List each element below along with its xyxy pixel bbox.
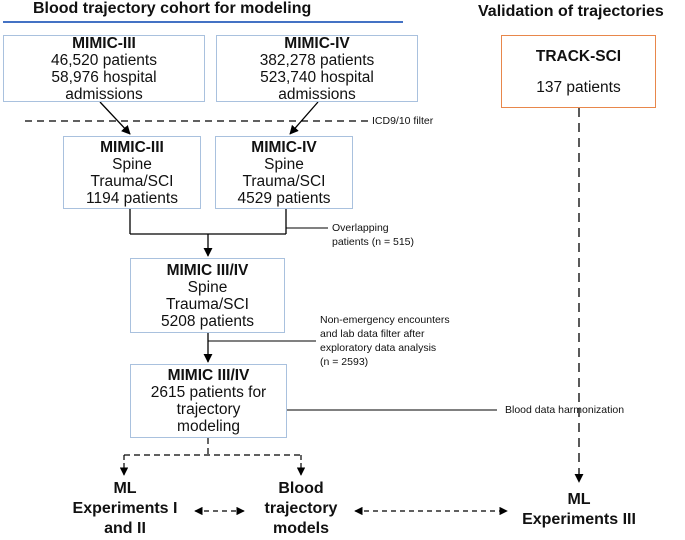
trajectory-cohort-box: MIMIC III/IV 2615 patients for trajector… — [130, 364, 287, 438]
combined-spine-title: MIMIC III/IV — [166, 261, 249, 279]
mimic4-source-admissions-suffix: admissions — [278, 85, 356, 103]
mimic3-source-admissions-suffix: admissions — [65, 85, 143, 103]
ml-experiments-1-2: ML Experiments I and II — [63, 479, 187, 539]
non-emergency-line3: exploratory data analysis — [320, 342, 437, 354]
mimic3-spine-title: MIMIC-III — [100, 138, 164, 156]
track-sci-box: TRACK-SCI 137 patients — [501, 35, 656, 108]
track-sci-title: TRACK-SCI — [535, 47, 622, 65]
trajectory-cohort-title: MIMIC III/IV — [167, 367, 250, 384]
mimic4-source-title: MIMIC-IV — [284, 34, 350, 52]
mimic4-spine-line1: Spine — [264, 155, 304, 173]
harmonization-note: Blood data harmonization — [505, 404, 625, 416]
ml-12-line2: Experiments I — [72, 500, 178, 517]
overlap-note: Overlapping patients (n = 515) — [332, 221, 414, 249]
blood-models-line3: models — [272, 520, 329, 537]
ml-3-line2: Experiments III — [522, 511, 636, 528]
ml-3-line1: ML — [567, 491, 591, 508]
track-sci-patients: 137 patients — [536, 78, 621, 96]
ml-12-line1: ML — [113, 480, 137, 497]
mimic3-source-box: MIMIC-III 46,520 patients 58,976 hospita… — [3, 34, 205, 103]
validation-heading: Validation of trajectories — [478, 3, 664, 20]
ml-12-line3: and II — [104, 520, 146, 537]
icd-filter-note: ICD9/10 filter — [372, 115, 434, 127]
cohort-heading: Blood trajectory cohort for modeling — [33, 0, 312, 17]
mimic3-spine-box: MIMIC-III Spine Trauma/SCI 1194 patients — [63, 136, 201, 209]
blood-models-line2: trajectory — [264, 500, 338, 517]
mimic3-spine-line2: Trauma/SCI — [90, 172, 174, 190]
combined-spine-line2: Trauma/SCI — [166, 295, 249, 313]
mimic4-spine-title: MIMIC-IV — [251, 138, 317, 156]
mimic3-spine-count: 1194 patients — [86, 189, 178, 207]
mimic4-spine-line2: Trauma/SCI — [242, 172, 326, 190]
non-emergency-note: Non-emergency encounters and lab data fi… — [320, 313, 450, 369]
overlap-note-line1: Overlapping — [332, 222, 389, 234]
combined-spine-box: MIMIC III/IV Spine Trauma/SCI 5208 patie… — [130, 258, 285, 333]
mimic3-source-patients: 46,520 patients — [50, 51, 157, 69]
blood-models-line1: Blood — [278, 480, 324, 497]
non-emergency-line2: and lab data filter after — [320, 328, 425, 340]
trajectory-cohort-line3: modeling — [177, 418, 240, 435]
trajectory-cohort-line2: trajectory — [176, 401, 241, 418]
mimic4-source-admissions: 523,740 hospital — [260, 68, 374, 86]
arrow-mimic3 — [99, 101, 131, 135]
blood-trajectory-models: Blood trajectory models — [248, 479, 354, 539]
combined-spine-count: 5208 patients — [160, 312, 255, 330]
ml-experiments-3: ML Experiments III — [512, 490, 646, 530]
mimic3-source-admissions: 58,976 hospital — [51, 68, 157, 86]
mimic4-spine-box: MIMIC-IV Spine Trauma/SCI 4529 patients — [215, 136, 353, 209]
mimic4-spine-count: 4529 patients — [237, 189, 331, 207]
mimic3-source-title: MIMIC-III — [72, 34, 136, 52]
non-emergency-line1: Non-emergency encounters — [320, 314, 450, 326]
trajectory-cohort-line1: 2615 patients for — [150, 384, 267, 401]
combined-spine-line1: Spine — [187, 278, 228, 296]
mimic4-source-patients: 382,278 patients — [259, 51, 375, 69]
mimic4-source-box: MIMIC-IV 382,278 patients 523,740 hospit… — [216, 34, 418, 103]
arrow-mimic4 — [289, 101, 319, 135]
mimic3-spine-line1: Spine — [112, 155, 152, 173]
non-emergency-line4: (n = 2593) — [320, 356, 369, 368]
overlap-note-line2: patients (n = 515) — [332, 236, 415, 248]
